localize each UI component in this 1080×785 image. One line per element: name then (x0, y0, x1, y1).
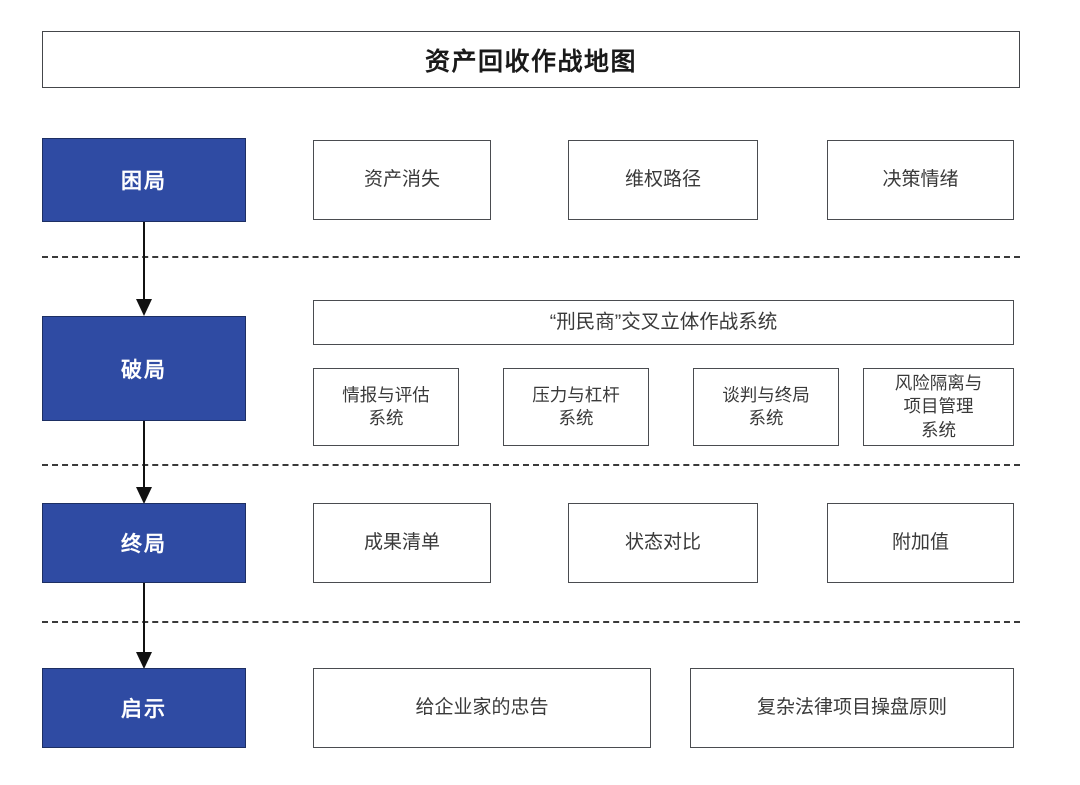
node-label: 决策情绪 (882, 169, 959, 191)
node-label: 给企业家的忠告 (415, 697, 549, 719)
stage-label: 困局 (121, 170, 167, 193)
stage-box-kunju[interactable]: 困局 (42, 138, 246, 222)
stage-box-qishi[interactable]: 启示 (42, 668, 246, 748)
node-row3-item3[interactable]: 附加值 (827, 503, 1014, 583)
node-label: 情报与评估 系统 (342, 384, 430, 428)
stage-label: 启示 (121, 698, 167, 721)
node-row3-item2[interactable]: 状态对比 (568, 503, 758, 583)
node-label: 成果清单 (363, 532, 440, 554)
stage-label: 终局 (121, 533, 167, 556)
node-row4-item1[interactable]: 给企业家的忠告 (313, 668, 651, 748)
node-label: 资产消失 (363, 169, 440, 191)
node-label: 风险隔离与 项目管理 系统 (894, 373, 983, 440)
node-label: 附加值 (891, 532, 949, 554)
page-title: 资产回收作战地图 (424, 47, 637, 76)
section-divider-2 (42, 464, 1020, 466)
node-row3-item1[interactable]: 成果清单 (313, 503, 491, 583)
node-label: “刑民商”交叉立体作战系统 (549, 310, 778, 333)
node-label: 状态对比 (624, 532, 701, 554)
stage-label: 破局 (121, 358, 167, 382)
node-row2-banner[interactable]: “刑民商”交叉立体作战系统 (313, 300, 1014, 345)
node-row4-item2[interactable]: 复杂法律项目操盘原则 (690, 668, 1014, 748)
node-label: 维权路径 (624, 169, 701, 191)
node-row2-item3[interactable]: 谈判与终局 系统 (693, 368, 839, 446)
node-row2-item2[interactable]: 压力与杠杆 系统 (503, 368, 649, 446)
node-row1-item3[interactable]: 决策情绪 (827, 140, 1014, 220)
node-row1-item2[interactable]: 维权路径 (568, 140, 758, 220)
node-label: 压力与杠杆 系统 (532, 384, 620, 428)
node-row2-item4[interactable]: 风险隔离与 项目管理 系统 (863, 368, 1014, 446)
node-row1-item1[interactable]: 资产消失 (313, 140, 491, 220)
stage-box-poju[interactable]: 破局 (42, 316, 246, 421)
stage-box-zhongju[interactable]: 终局 (42, 503, 246, 583)
node-label: 谈判与终局 系统 (722, 384, 810, 428)
diagram-title-box: 资产回收作战地图 (42, 31, 1020, 88)
node-label: 复杂法律项目操盘原则 (756, 697, 947, 719)
section-divider-1 (42, 256, 1020, 258)
node-row2-item1[interactable]: 情报与评估 系统 (313, 368, 459, 446)
section-divider-3 (42, 621, 1020, 623)
